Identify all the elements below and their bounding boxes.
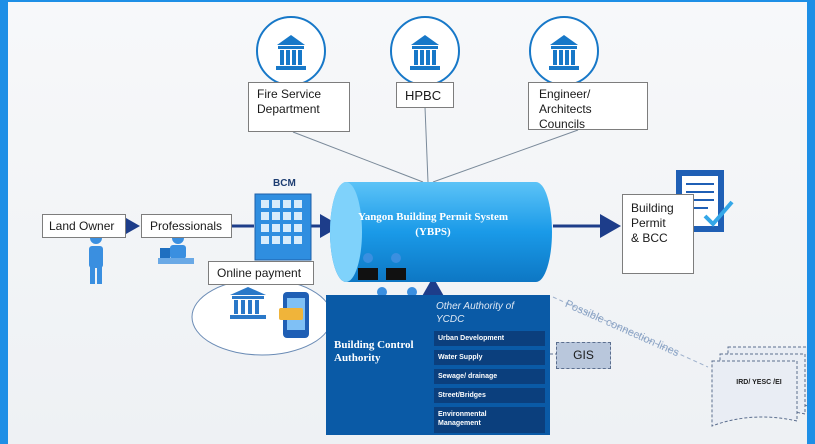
bca-label: Building Control Authority — [334, 339, 414, 364]
building-control-authority-panel: Building Control Authority Other Authori… — [326, 295, 550, 435]
engineer-architects-box: Engineer/ Architects Councils — [528, 82, 648, 131]
authority-sewage-drainage: Sewage/ drainage — [434, 369, 545, 384]
connector-lines — [89, 106, 807, 427]
bcm-label: BCM — [273, 178, 296, 189]
authority-water-supply: Water Supply — [434, 350, 545, 365]
authority-urban-development: Urban Development — [434, 331, 545, 346]
authority-environmental-management: Environmental Management — [434, 407, 545, 433]
ybps-title: Yangon Building Permit System (YBPS) — [357, 211, 509, 238]
building-permit-box: Building Permit & BCC — [622, 194, 694, 274]
fire-service-box: Fire Service Department — [248, 82, 350, 132]
land-owner-box: Land Owner — [42, 214, 126, 238]
other-authority-label: Other Authority of YCDC — [436, 301, 514, 325]
professionals-box: Professionals — [141, 214, 232, 238]
hpbc-building-icon — [390, 16, 460, 86]
authority-street-bridges: Street/Bridges — [434, 388, 545, 403]
fire-service-building-icon — [256, 16, 326, 86]
gis-box: GIS — [556, 342, 611, 369]
councils-building-icon — [529, 16, 599, 86]
online-payment-box: Online payment — [208, 261, 314, 285]
hpbc-box: HPBC — [396, 82, 454, 108]
ird-yesc-ei-label: IRD/ YESC /EI — [736, 379, 782, 386]
